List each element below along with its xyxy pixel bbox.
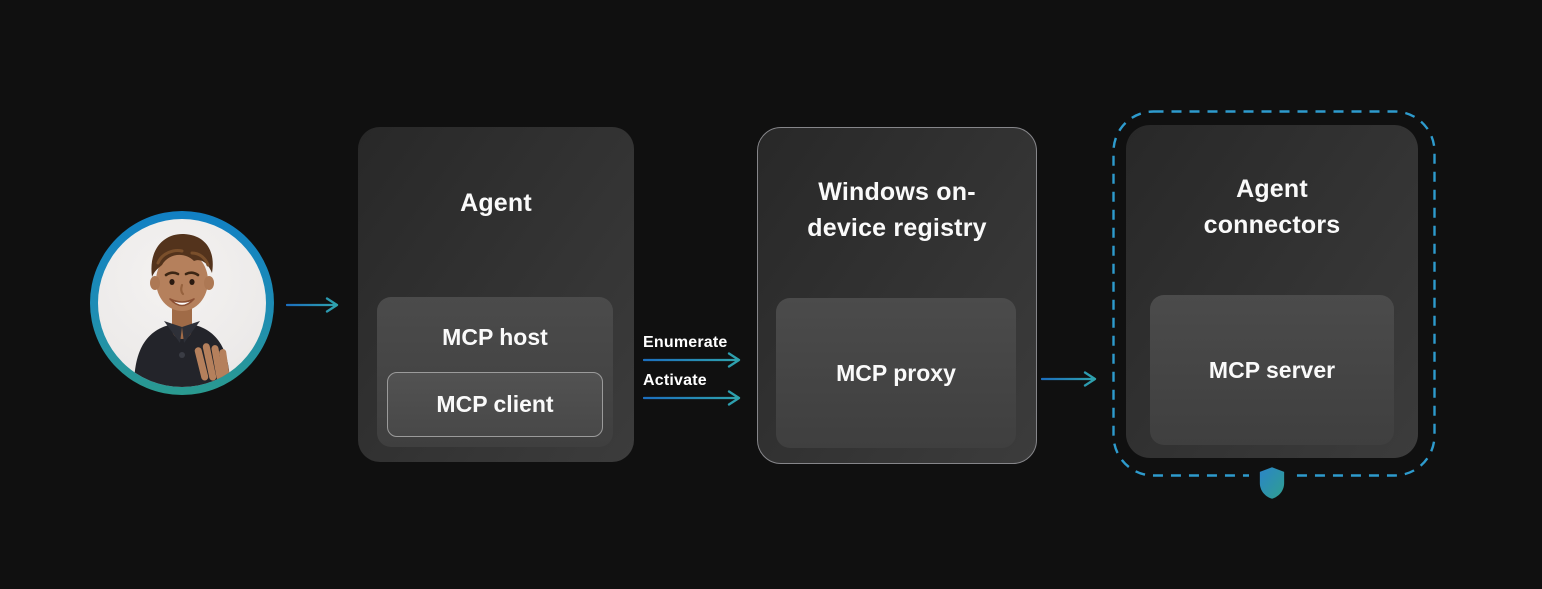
agent-connectors-title-line2: connectors	[1203, 211, 1341, 239]
flow-arrow-enumerate	[643, 352, 741, 368]
mcp-server-label: MCP server	[1208, 356, 1336, 383]
user-portrait-illustration	[134, 233, 230, 387]
mcp-host-label: MCP host	[442, 324, 548, 350]
user-avatar	[90, 211, 274, 395]
agent-connectors-title: Agent connectors	[1126, 171, 1418, 243]
user-avatar-photo	[98, 219, 266, 387]
agent-node-title: Agent	[460, 189, 532, 217]
mcp-proxy-label: MCP proxy	[836, 359, 956, 386]
agent-node: Agent MCP host MCP client	[358, 127, 634, 462]
mcp-host-node: MCP host MCP client	[377, 297, 613, 447]
windows-registry-title: Windows on- device registry	[758, 174, 1036, 246]
security-shield-icon	[1257, 466, 1287, 500]
flow-arrow-activate	[643, 390, 741, 406]
enumerate-edge-label: Enumerate	[643, 334, 728, 351]
flow-arrow-registry-to-connectors	[1041, 371, 1097, 387]
windows-registry-node: Windows on- device registry MCP proxy	[757, 127, 1037, 464]
agent-connectors-boundary: Agent connectors MCP server	[1112, 110, 1436, 477]
agent-connectors-node: Agent connectors MCP server	[1126, 125, 1418, 458]
mcp-server-node: MCP server	[1150, 295, 1394, 445]
windows-registry-title-line1: Windows on-	[818, 178, 976, 206]
mcp-client-label: MCP client	[436, 391, 554, 417]
agent-connectors-title-line1: Agent	[1236, 175, 1308, 203]
mcp-client-node: MCP client	[387, 372, 603, 437]
mcp-proxy-node: MCP proxy	[776, 298, 1016, 448]
windows-registry-title-line2: device registry	[807, 214, 987, 242]
activate-edge-label: Activate	[643, 372, 707, 389]
flow-arrow-user-to-agent	[286, 297, 339, 313]
